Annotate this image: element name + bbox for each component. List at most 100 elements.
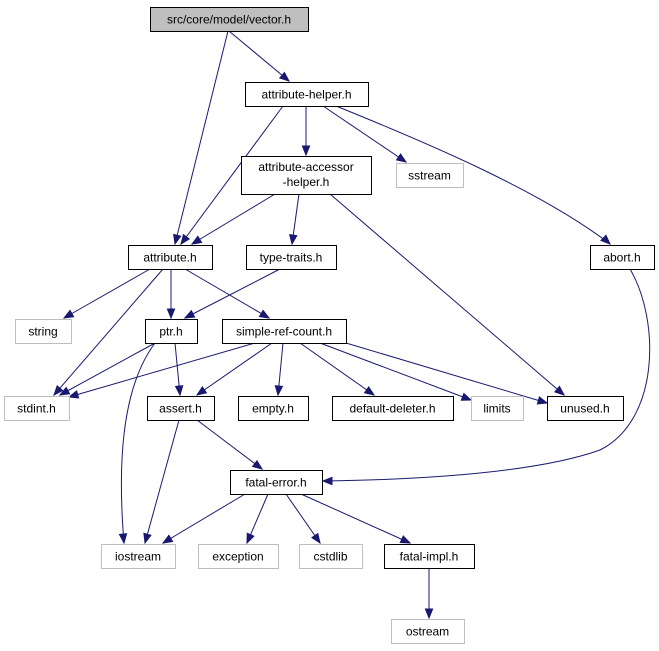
node-vector[interactable]: src/core/model/vector.h — [150, 7, 309, 32]
edge-line — [300, 493, 411, 544]
arrowhead — [161, 534, 174, 544]
arrowhead — [173, 233, 182, 246]
edge-line — [59, 342, 156, 396]
node-box — [150, 7, 309, 32]
arrowhead — [321, 476, 333, 486]
arrowhead — [301, 145, 311, 157]
node-default-deleter[interactable]: default-deleter.h — [332, 396, 454, 421]
arrowhead — [180, 233, 191, 246]
edge-fatal-error-to-cstdlib — [285, 493, 321, 545]
arrowhead — [166, 308, 176, 320]
edge-line — [144, 419, 180, 544]
edge-line — [53, 268, 164, 396]
nodes-layer: src/core/model/vector.h attribute-helper.… — [4, 7, 655, 644]
edge-simple-ref-count-to-empty — [274, 342, 284, 397]
edge-line — [322, 268, 651, 482]
edge-attribute-helper-to-sstream — [322, 105, 408, 163]
edge-attribute-to-ptr — [166, 269, 176, 320]
node-abort[interactable]: abort.h — [590, 245, 655, 270]
edge-line — [68, 342, 256, 398]
node-ostream: ostream — [391, 619, 465, 644]
edge-fatal-impl-to-ostream — [424, 568, 434, 620]
node-label: ptr.h — [159, 325, 182, 339]
node-box — [246, 245, 337, 270]
node-fatal-error[interactable]: fatal-error.h — [230, 470, 323, 495]
edge-line — [335, 105, 611, 245]
node-attribute[interactable]: attribute.h — [128, 245, 213, 270]
arrowhead — [424, 608, 434, 620]
arrowhead — [246, 532, 255, 545]
node-box — [4, 396, 70, 421]
node-simple-ref-count[interactable]: simple-ref-count.h — [222, 319, 347, 344]
edge-line — [162, 493, 246, 544]
arrowhead — [174, 385, 184, 397]
node-ptr[interactable]: ptr.h — [145, 319, 198, 344]
node-attribute-accessor-helper[interactable]: attribute-accessor-helper.h — [241, 156, 372, 195]
node-label: attribute.h — [143, 251, 196, 265]
node-box — [384, 544, 475, 569]
edge-fatal-error-to-exception — [246, 493, 269, 545]
node-label: simple-ref-count.h — [236, 325, 332, 339]
node-unused[interactable]: unused.h — [547, 396, 624, 421]
node-label-line1: attribute-accessor — [258, 160, 353, 174]
edge-line — [180, 105, 284, 245]
node-box — [396, 163, 464, 188]
arrowhead — [274, 385, 284, 397]
node-label: cstdlib — [313, 550, 347, 564]
edge-line — [329, 193, 565, 396]
node-box — [590, 245, 655, 270]
arrowhead — [600, 234, 611, 245]
node-label: ostream — [406, 625, 449, 639]
node-exception: exception — [198, 544, 279, 569]
edge-line — [299, 342, 375, 396]
edge-line — [184, 268, 270, 319]
node-label: abort.h — [603, 251, 640, 265]
edge-attribute-accessor-helper-to-unused — [329, 193, 566, 396]
node-attribute-helper[interactable]: attribute-helper.h — [245, 82, 369, 107]
edge-assert-to-iostream — [143, 419, 180, 545]
arrowhead — [460, 392, 473, 401]
edge-line — [196, 419, 263, 470]
edge-attribute-accessor-helper-to-attribute — [190, 193, 276, 245]
node-stdint: stdint.h — [4, 396, 70, 421]
node-box — [241, 156, 372, 195]
edge-attribute-helper-to-abort — [335, 105, 611, 245]
edge-ptr-to-iostream — [118, 342, 156, 545]
node-empty[interactable]: empty.h — [238, 396, 309, 421]
edge-abort-to-fatal-error — [321, 268, 651, 486]
node-label: unused.h — [560, 402, 609, 416]
node-box — [238, 396, 309, 421]
edge-line — [322, 105, 407, 163]
edge-attribute-helper-to-attribute — [180, 105, 284, 246]
node-box — [15, 319, 72, 344]
node-iostream: iostream — [101, 544, 176, 569]
edge-assert-to-fatal-error — [196, 419, 264, 470]
node-box — [230, 470, 323, 495]
node-label: iostream — [115, 550, 161, 564]
node-type-traits[interactable]: type-traits.h — [246, 245, 337, 270]
node-box — [147, 396, 215, 421]
edge-vector-to-attribute — [173, 30, 229, 246]
node-assert[interactable]: assert.h — [147, 396, 215, 421]
node-box — [145, 319, 198, 344]
arrowhead — [278, 71, 291, 82]
node-label: default-deleter.h — [349, 402, 435, 416]
edge-simple-ref-count-to-unused — [345, 342, 549, 405]
edge-line — [345, 342, 548, 404]
node-box — [198, 544, 279, 569]
edge-vector-to-attribute-helper — [228, 30, 291, 82]
node-sstream: sstream — [396, 163, 464, 188]
edge-simple-ref-count-to-default-deleter — [299, 342, 376, 396]
node-label: fatal-error.h — [245, 476, 306, 490]
edge-type-traits-to-ptr — [183, 268, 281, 319]
node-fatal-impl[interactable]: fatal-impl.h — [384, 544, 475, 569]
node-label: empty.h — [252, 402, 294, 416]
node-box — [299, 544, 363, 569]
arrowhead — [553, 385, 566, 396]
edge-line — [184, 268, 281, 319]
edge-line — [174, 30, 229, 245]
node-label-line2: -helper.h — [283, 175, 330, 189]
arrowhead — [58, 386, 71, 396]
edge-attribute-helper-to-attribute-accessor-helper — [301, 106, 311, 157]
edge-line — [120, 342, 156, 544]
